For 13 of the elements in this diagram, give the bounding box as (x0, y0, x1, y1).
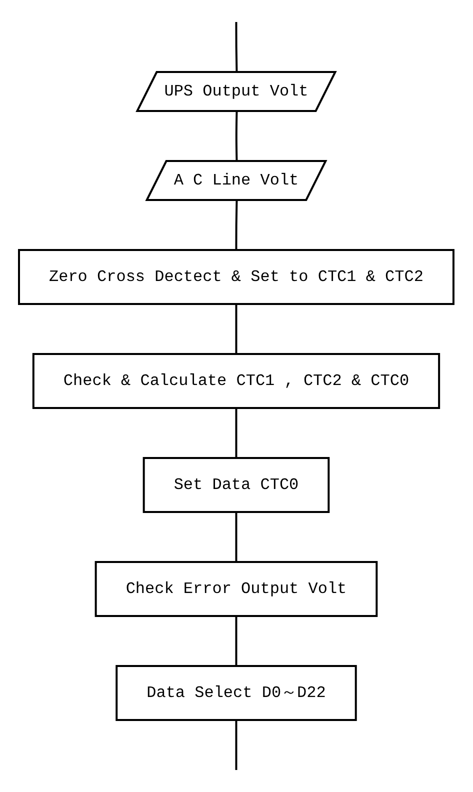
node-box: Set Data CTC0 (143, 457, 330, 513)
connector (236, 720, 238, 770)
connector (236, 111, 238, 162)
node-box: Check & Calculate CTC1 , CTC2 & CTC0 (32, 353, 440, 409)
connector (236, 512, 238, 562)
node-box: Check Error Output Volt (95, 561, 378, 617)
connector (236, 200, 238, 250)
node-box: Data Select D0～D22 (116, 665, 358, 721)
connector (236, 408, 238, 458)
node-box: Zero Cross Dectect & Set to CTC1 & CTC2 (18, 249, 455, 305)
connector (236, 616, 238, 666)
connector (236, 22, 238, 73)
connector (236, 304, 238, 354)
